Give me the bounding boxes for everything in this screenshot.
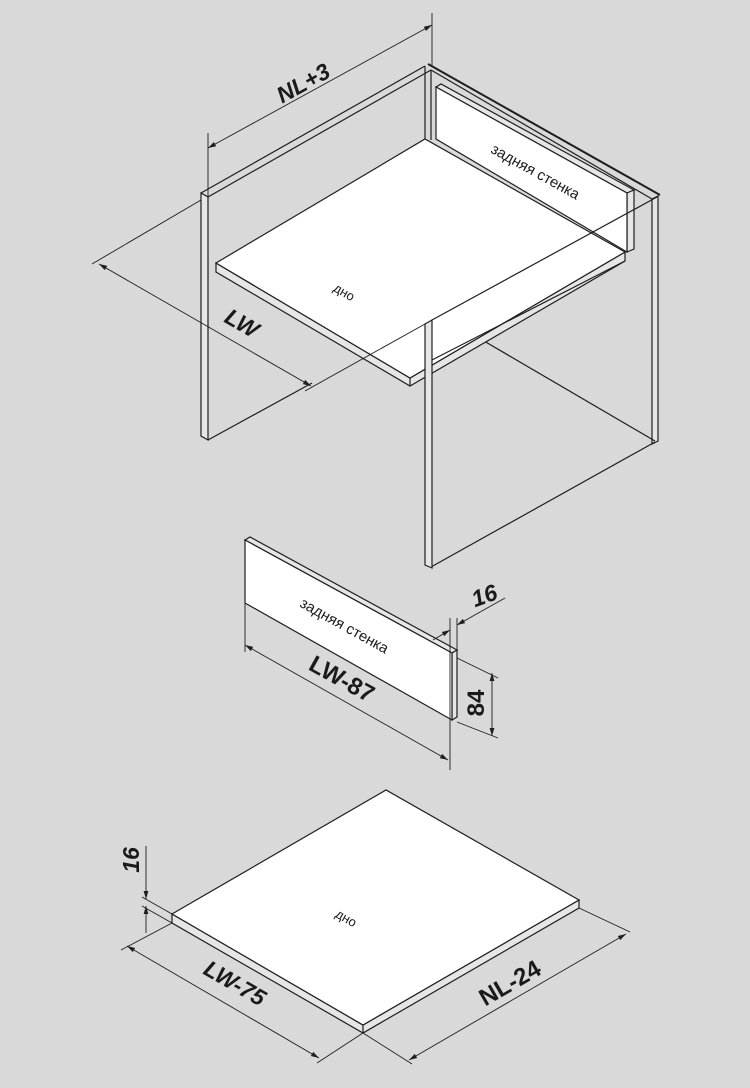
front-right-panel <box>424 318 433 569</box>
dim-label-84: 84 <box>463 689 490 716</box>
dim-label-16-bottom: 16 <box>118 847 144 873</box>
bottom-part: дно 16 LW-75 NL-24 <box>118 789 631 1065</box>
dim-label-16-back: 16 <box>468 579 501 612</box>
dimension-height-84: 84 <box>456 657 499 739</box>
cabinet-assembly: задняя стенка дно NL+3 LW <box>91 13 661 569</box>
dim-label-nl-24: NL-24 <box>475 955 547 1012</box>
dim-label-nl-plus-3: NL+3 <box>272 58 335 108</box>
dimension-thickness-16-bottom: 16 <box>118 846 173 933</box>
right-side-panel <box>651 195 659 445</box>
left-side-panel <box>200 191 209 442</box>
back-wall-part: задняя стенка LW-87 16 84 <box>243 536 506 770</box>
